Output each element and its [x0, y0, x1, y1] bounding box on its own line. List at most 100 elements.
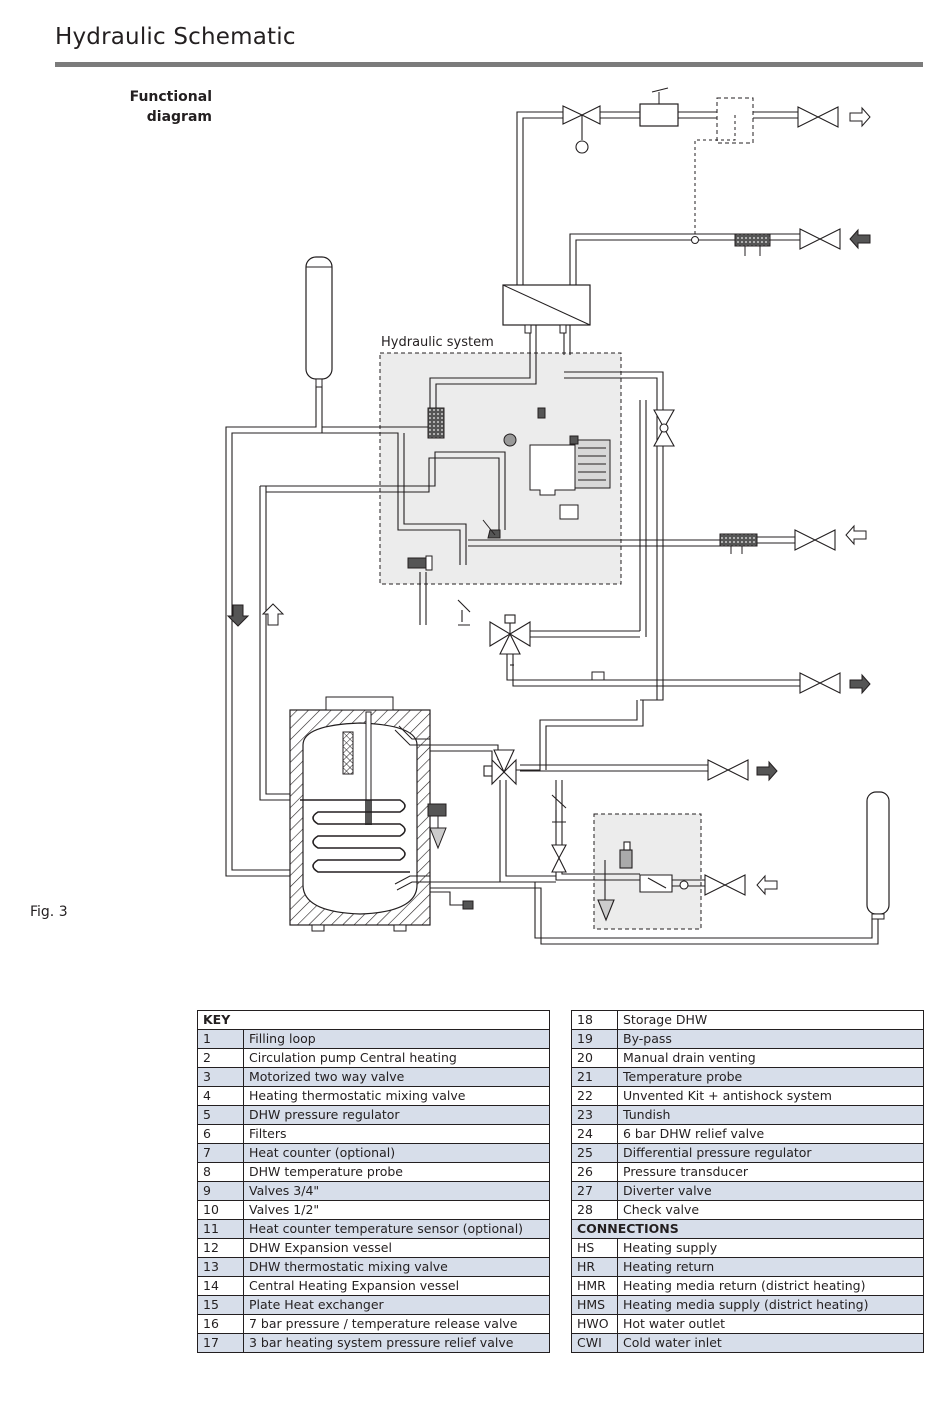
filter-cold — [719, 533, 758, 547]
filter-heating — [427, 407, 445, 439]
heat-counter — [639, 87, 679, 127]
connections-heading: CONNECTIONS — [571, 1219, 924, 1239]
key-row-description: Diverter valve — [617, 1181, 924, 1201]
key-row-code: 12 — [197, 1238, 244, 1258]
functional-diagram-label: Functional diagram — [100, 87, 212, 127]
circulation-pump — [503, 407, 611, 496]
pipework — [225, 111, 879, 945]
key-row-code: 26 — [571, 1162, 618, 1182]
key-row-code: 13 — [197, 1257, 244, 1277]
key-row-description: DHW Expansion vessel — [243, 1238, 550, 1258]
key-row-code: 28 — [571, 1200, 618, 1220]
key-row-code: 20 — [571, 1048, 618, 1068]
relief-valve-3bar — [407, 555, 433, 571]
key-row-code: HR — [571, 1257, 618, 1277]
key-row-code: 1 — [197, 1029, 244, 1049]
key-row-description: Heat counter (optional) — [243, 1143, 550, 1163]
key-row-code: 5 — [197, 1105, 244, 1125]
key-row-code: 19 — [571, 1029, 618, 1049]
functional-label-line2: diagram — [146, 109, 212, 125]
key-row-description: Heating thermostatic mixing valve — [243, 1086, 550, 1106]
dhw-thermostatic-mixing-valve — [483, 749, 517, 786]
key-row-code: 23 — [571, 1105, 618, 1125]
key-row-code: 25 — [571, 1143, 618, 1163]
key-header-row: KEY — [197, 1010, 550, 1030]
top-regulating-valve — [562, 105, 601, 154]
arrow-right-icon — [849, 106, 871, 128]
title-divider — [55, 62, 923, 67]
key-row-description: Cold water inlet — [617, 1333, 924, 1353]
key-row-code: HMS — [571, 1295, 618, 1315]
page-title: Hydraulic Schematic — [55, 24, 296, 50]
key-row-code: 8 — [197, 1162, 244, 1182]
key-row-description: Manual drain venting — [617, 1048, 924, 1068]
key-row-description: 6 bar DHW relief valve — [617, 1124, 924, 1144]
key-row-description: Differential pressure regulator — [617, 1143, 924, 1163]
arrow-up-icon — [261, 603, 285, 626]
key-row-description: Filters — [243, 1124, 550, 1144]
key-row-code: 21 — [571, 1067, 618, 1087]
arrow-left-icon — [849, 228, 871, 250]
key-row-description: Pressure transducer — [617, 1162, 924, 1182]
plate-heat-exchanger — [502, 284, 591, 334]
key-row-code: 4 — [197, 1086, 244, 1106]
key-row-code: 6 — [197, 1124, 244, 1144]
key-row-code: 2 — [197, 1048, 244, 1068]
arrow-right-icon — [756, 760, 778, 782]
control-signal-line — [694, 115, 736, 240]
dashed-kit-outline — [716, 97, 754, 144]
key-row-description: Heat counter temperature sensor (optiona… — [243, 1219, 550, 1239]
key-row-code: 10 — [197, 1200, 244, 1220]
motorized-valve — [559, 504, 579, 520]
arrow-left-icon — [845, 524, 867, 546]
temperature-probe — [591, 671, 605, 681]
manual-drain — [462, 900, 474, 910]
arrow-down-icon — [226, 604, 250, 627]
key-row-description: Valves 1/2" — [243, 1200, 550, 1220]
key-row-description: Heating supply — [617, 1238, 924, 1258]
key-row-description: Check valve — [617, 1200, 924, 1220]
filter-hmr — [734, 233, 771, 247]
key-row-description: Unvented Kit + antishock system — [617, 1086, 924, 1106]
dhw-expansion-vessel — [866, 791, 890, 920]
filter-stems — [730, 246, 761, 554]
key-row-description: Filling loop — [243, 1029, 550, 1049]
storage-dhw-tank — [289, 696, 431, 932]
key-row-code: 11 — [197, 1219, 244, 1239]
key-row-description: Central Heating Expansion vessel — [243, 1276, 550, 1296]
key-row-description: Heating return — [617, 1257, 924, 1277]
key-row-code: 27 — [571, 1181, 618, 1201]
key-row-code: HMR — [571, 1276, 618, 1296]
key-row-code: 16 — [197, 1314, 244, 1334]
key-row-code: 22 — [571, 1086, 618, 1106]
key-row-description: By-pass — [617, 1029, 924, 1049]
central-heating-expansion-vessel — [305, 256, 333, 388]
arrow-left-icon — [756, 874, 778, 896]
hydraulic-schematic-diagram: Hydraulic system — [225, 87, 890, 945]
key-row-code: CWI — [571, 1333, 618, 1353]
key-row-description: DHW pressure regulator — [243, 1105, 550, 1125]
functional-label-line1: Functional — [129, 89, 212, 105]
key-row-description: Heating media return (district heating) — [617, 1276, 924, 1296]
temperature-sensor — [691, 236, 699, 244]
